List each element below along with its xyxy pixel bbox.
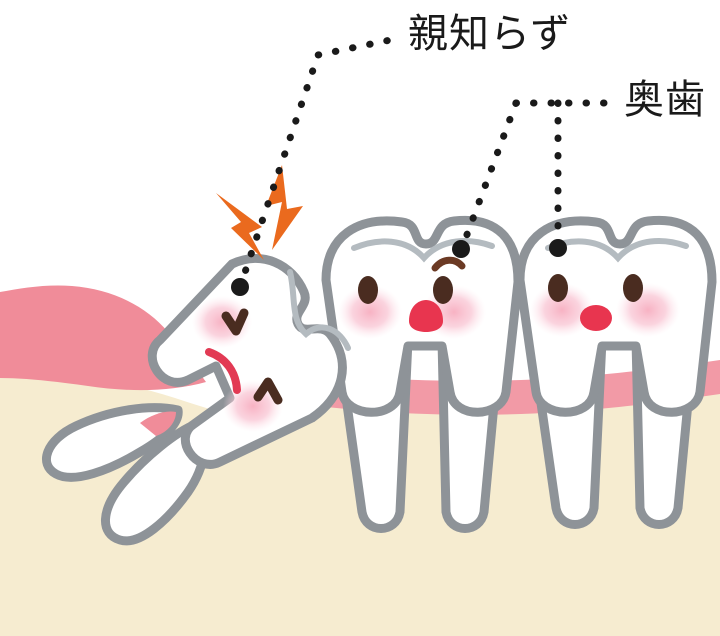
molar-right-mouth	[580, 305, 612, 331]
wisdom-tooth	[42, 254, 351, 546]
molar-middle-eye-right	[433, 276, 453, 304]
molar-right-cusp-line	[545, 238, 689, 263]
molar-right-eye-right	[623, 274, 643, 302]
molar-right	[515, 215, 717, 529]
molar-right-eye-left	[548, 274, 568, 302]
label-molars: 奥歯	[624, 77, 706, 123]
molar-middle	[321, 215, 523, 533]
lightning-bolt-left	[216, 193, 264, 260]
molar-middle-eye-left	[358, 276, 378, 304]
label-wisdom-tooth: 親知らず	[408, 11, 572, 57]
molar-middle-eyebrow	[431, 256, 466, 272]
wisdom-tooth-gum-bit	[140, 411, 176, 436]
wisdom-tooth-root-lower	[101, 419, 209, 546]
wisdom-tooth-cusp-line	[287, 269, 351, 351]
leader-wisdom	[231, 34, 404, 296]
molar-middle-cusp-line	[351, 238, 495, 263]
molar-middle-mouth	[409, 300, 443, 332]
wisdom-tooth-eye-lower	[253, 377, 283, 405]
molar-right-blush-left	[530, 283, 594, 337]
leader-molars-endpoint-right	[549, 239, 567, 257]
molar-right-crown	[515, 215, 717, 417]
molar-middle-blush-left	[338, 285, 402, 339]
leader-molars-endpoint-middle	[452, 240, 470, 258]
leader-wisdom-path	[236, 34, 404, 291]
leader-molars	[452, 99, 620, 258]
leader-wisdom-endpoint	[231, 278, 249, 296]
wisdom-tooth-mouth	[205, 348, 241, 394]
wisdom-tooth-eye-upper	[221, 308, 249, 336]
